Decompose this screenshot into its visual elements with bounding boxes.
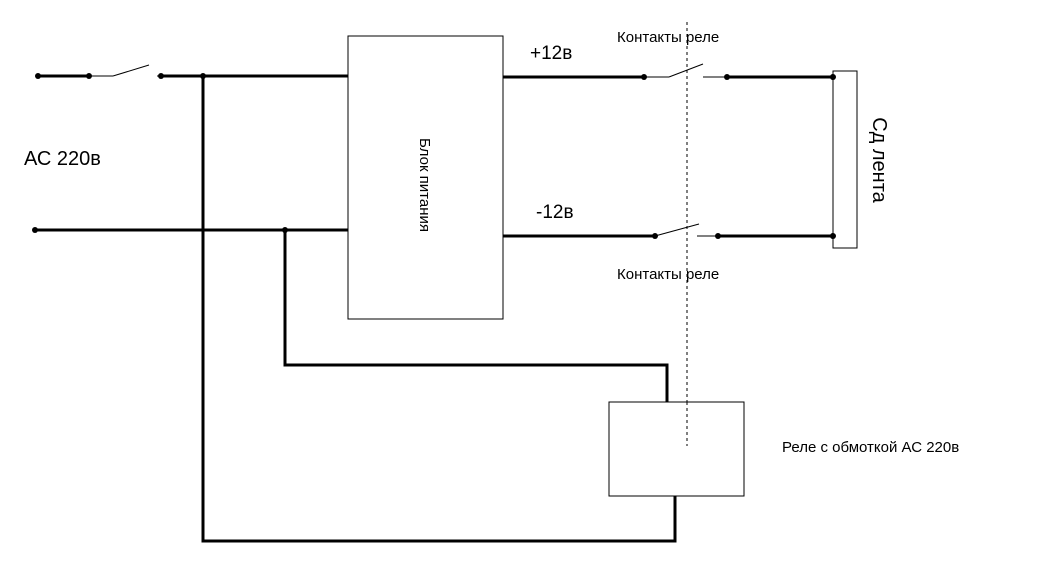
main-switch-blade — [112, 64, 150, 77]
ac-line-neutral — [32, 227, 669, 402]
plus-12v-label: +12в — [530, 43, 572, 64]
led-strip-box — [832, 70, 858, 249]
relay-box — [608, 401, 745, 497]
relay-contact-bottom-blade — [654, 223, 700, 237]
power-supply-label: Блок питания — [416, 138, 433, 232]
led-strip-label: Сд лента — [868, 117, 890, 203]
minus-12v-label: -12в — [536, 202, 574, 223]
relay-contact-top-blade — [668, 63, 704, 78]
relay-contacts-bottom-label: Контакты реле — [617, 266, 719, 283]
relay-label: Реле с обмоткой АС 220в — [782, 439, 959, 456]
plus-12v-line — [503, 63, 836, 80]
relay-contacts-top-label: Контакты реле — [617, 29, 719, 46]
ac-input-label: АС 220в — [24, 148, 101, 170]
minus-12v-line — [503, 223, 836, 239]
ac-line-phase — [35, 64, 677, 543]
power-supply-box — [347, 35, 504, 320]
